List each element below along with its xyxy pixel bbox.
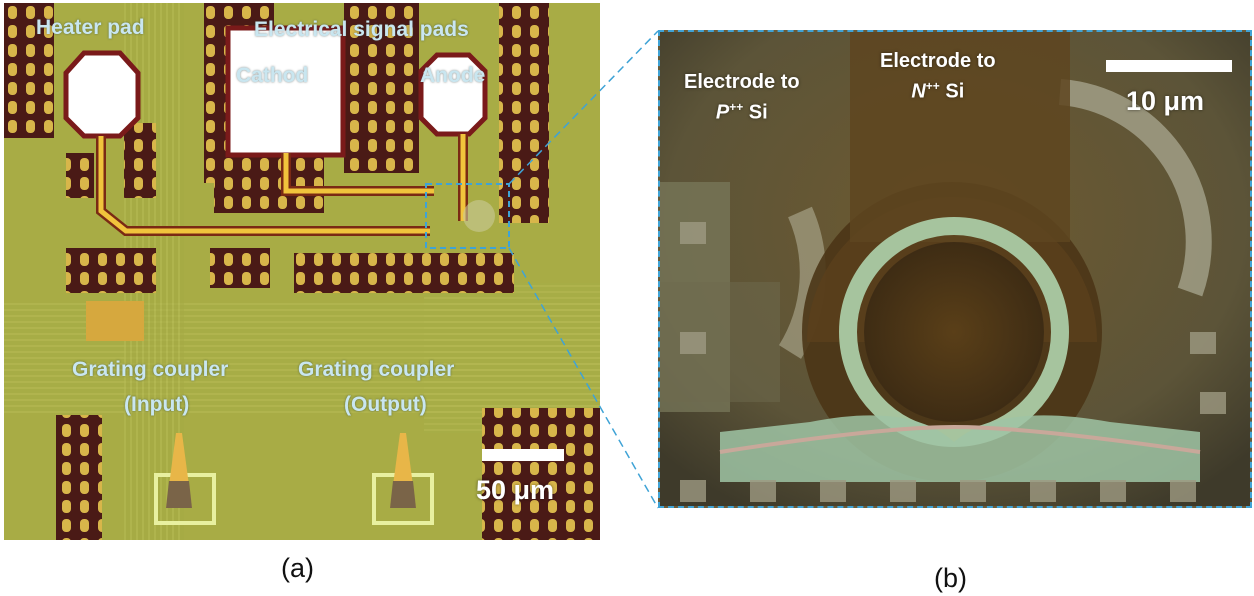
p-si-text: Si [743, 101, 768, 124]
electrode-n-line2: N++ Si [880, 74, 996, 105]
grating-output-sublabel: (Output) [344, 393, 427, 416]
electrode-p-label: Electrode to P++ Si [684, 70, 800, 126]
electrode-n-label: Electrode to N++ Si [880, 49, 996, 105]
p-doping-superscript: ++ [729, 100, 744, 114]
n-doping-superscript: ++ [925, 79, 940, 93]
n-si-text: Si [939, 80, 965, 103]
heater-pad-label: Heater pad [36, 16, 145, 39]
caption-a: (a) [281, 553, 314, 583]
ring-magnified-drawing [660, 32, 1250, 506]
cathode-label: Cathod [236, 64, 309, 87]
ring-magnified-micrograph: Electrode to P++ Si Electrode to N++ Si … [658, 30, 1252, 508]
grating-input-label: Grating coupler [72, 358, 229, 381]
caption-b: (b) [934, 563, 967, 593]
grating-input-sublabel: (Input) [124, 393, 190, 416]
anode-label: Anode [420, 64, 486, 87]
n-doping-letter: N [911, 80, 926, 103]
electrode-n-line1: Electrode to [880, 50, 996, 72]
scale-bar-label-a: 50 μm [476, 475, 555, 505]
scale-bar-label-b: 10 μm [1126, 86, 1205, 116]
p-doping-letter: P [715, 101, 730, 124]
electrode-p-line2: P++ Si [684, 95, 800, 126]
grating-output-label: Grating coupler [298, 358, 455, 381]
chip-micrograph: Heater pad Electrical signal pads Cathod… [4, 3, 600, 540]
signal-pads-label: Electrical signal pads [254, 18, 469, 41]
electrode-p-line1: Electrode to [684, 71, 800, 93]
